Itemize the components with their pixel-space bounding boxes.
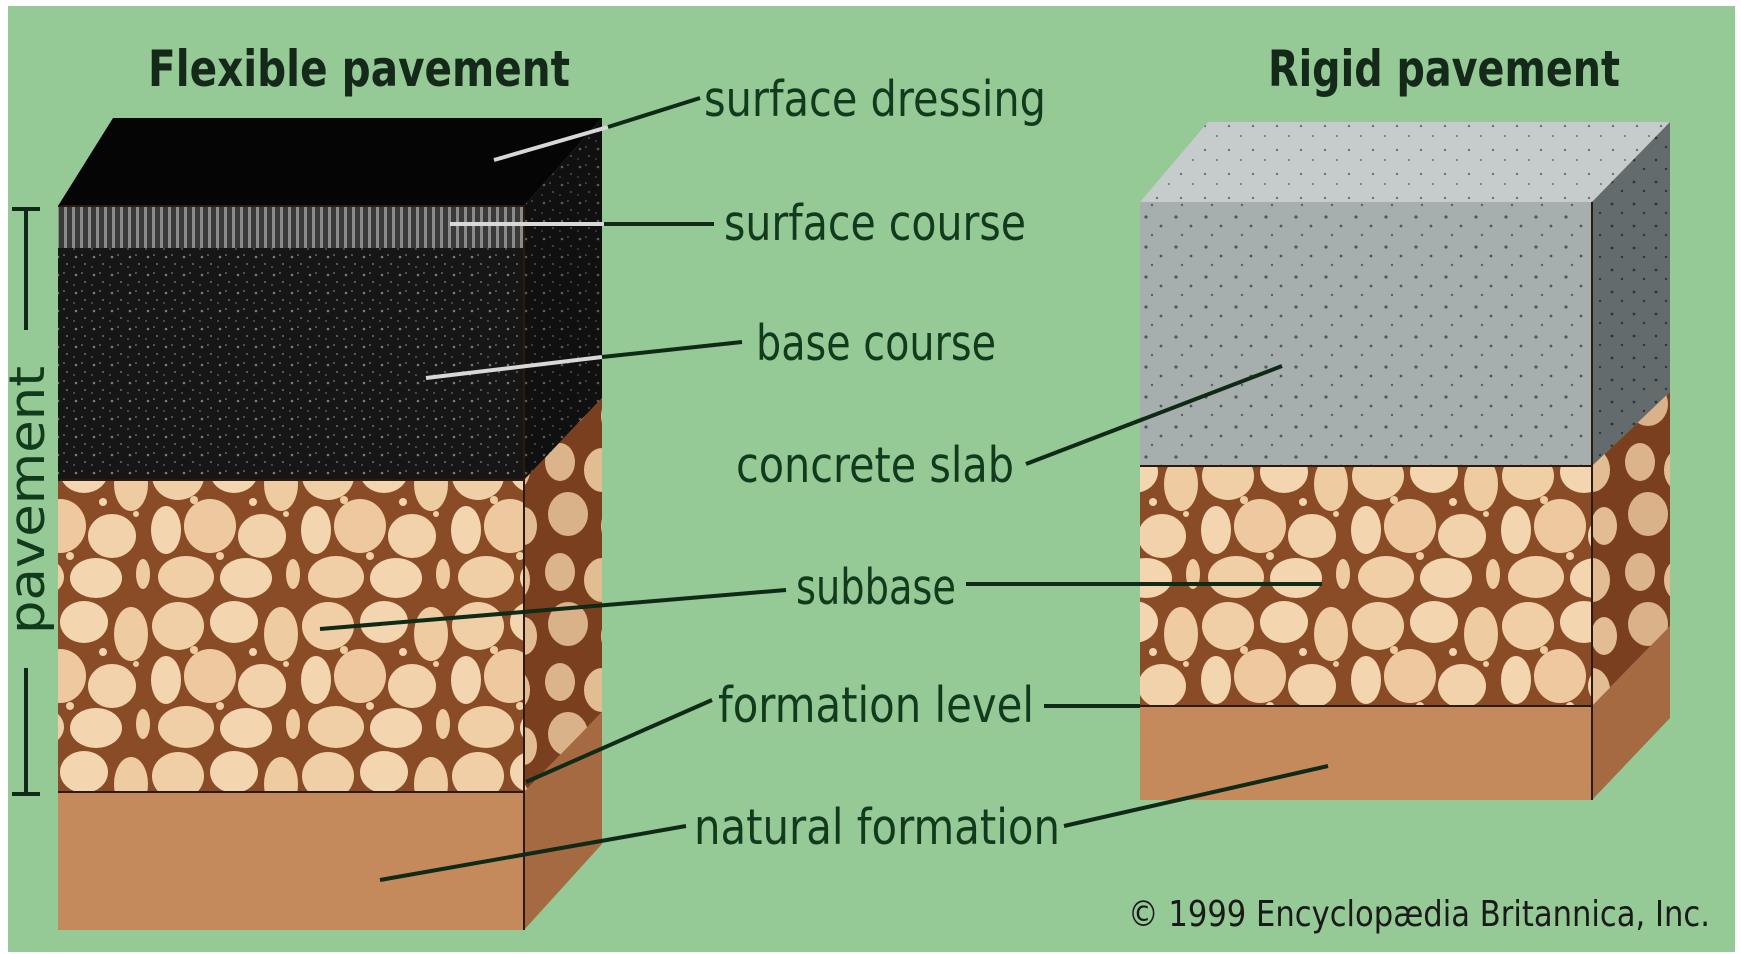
rigid-pavement-title: Rigid pavement [1268,40,1620,98]
copyright-notice: © 1999 Encyclopædia Britannica, Inc. [1128,894,1710,935]
label-surface-course: surface course [724,195,1026,252]
label-subbase: subbase [796,559,956,616]
pavement-side-label: pavement [0,366,56,634]
flexible-pavement-title: Flexible pavement [148,40,570,98]
rigid-concrete-slab-layer [1140,202,1592,466]
label-concrete-slab: concrete slab [736,437,1014,494]
flexible-surface-course-layer [58,206,524,248]
flexible-natural-formation-layer [58,792,524,930]
rigid-natural-formation-layer [1140,706,1592,800]
label-base-course: base course [756,315,996,372]
rigid-top-face [1140,122,1670,202]
flexible-base-course-layer [58,248,524,480]
flexible-pavement-block [58,118,608,930]
flexible-top-face [58,118,602,206]
label-natural-formation: natural formation [694,799,1060,856]
rigid-pavement-block [1140,122,1670,800]
flexible-subbase-layer [58,480,524,792]
label-surface-dressing: surface dressing [704,71,1046,128]
label-formation-level: formation level [718,677,1034,734]
